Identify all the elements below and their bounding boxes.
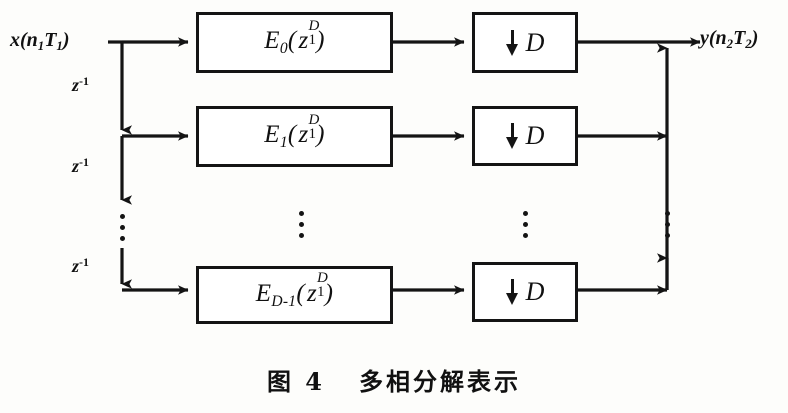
decimator-block-0[interactable]: D — [472, 12, 578, 73]
ellipsis-delay-line — [118, 214, 126, 241]
decimator-block-0-label: D — [505, 29, 544, 56]
decimator-block-2-label: D — [505, 279, 544, 305]
decimator-block-2[interactable]: D — [472, 262, 578, 322]
ellipsis-filter-column — [297, 211, 305, 238]
delay-label-2: z-1 — [72, 155, 89, 176]
downsample-arrow-icon — [505, 123, 519, 149]
delay-label-3: z-1 — [72, 255, 89, 276]
input-signal-label: x(n1T1) — [10, 29, 70, 53]
delay-label-1: z-1 — [72, 74, 89, 95]
downsample-arrow-icon — [505, 29, 519, 56]
output-signal-label: y(n2T2) — [700, 27, 759, 51]
decimator-block-1[interactable]: D — [472, 106, 578, 166]
decimator-block-1-label: D — [505, 123, 544, 149]
ellipsis-decimator-column — [521, 211, 529, 238]
downsample-arrow-icon — [505, 279, 519, 305]
ellipsis-output-bus — [663, 211, 671, 238]
figure-caption: 图 4 多相分解表示 — [266, 367, 522, 396]
